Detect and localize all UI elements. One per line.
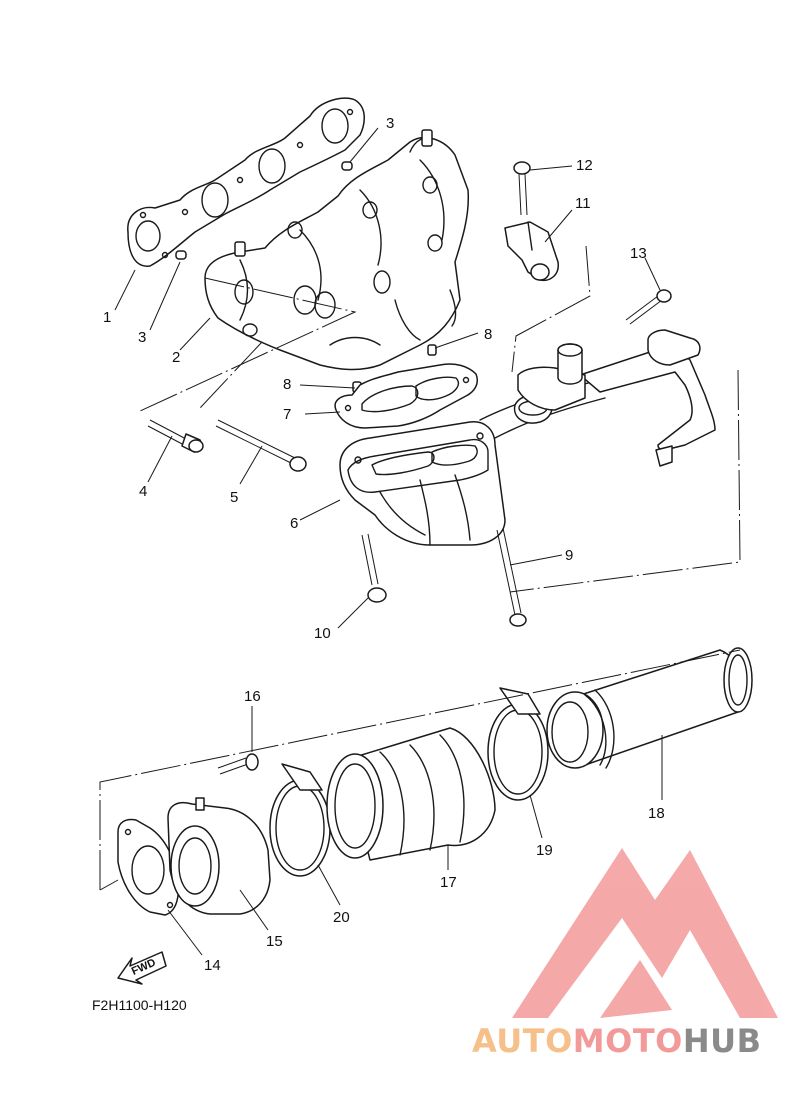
callout-11: 11 xyxy=(575,195,591,212)
callout-12: 12 xyxy=(576,157,593,174)
callout-8a: 8 xyxy=(283,376,291,393)
callout-3b: 3 xyxy=(386,115,394,132)
part-1-exhaust-gasket xyxy=(127,97,365,267)
watermark-text-hub: HUB xyxy=(682,1022,762,1060)
part-11-bracket xyxy=(504,221,559,282)
callout-20: 20 xyxy=(333,909,350,926)
watermark-text-auto: AUTO xyxy=(472,1022,573,1060)
part-20-hose-clamp xyxy=(269,763,331,877)
fwd-arrow-icon: FWD xyxy=(117,951,167,985)
part-cooling-pipe xyxy=(513,329,716,467)
part-12-bolt xyxy=(513,161,531,216)
callout-18: 18 xyxy=(648,805,665,822)
callout-2: 2 xyxy=(172,349,180,366)
part-2-exhaust-manifold xyxy=(204,129,470,371)
callout-15: 15 xyxy=(266,933,283,950)
part-15-exhaust-joint xyxy=(167,797,271,915)
part-4-bolt xyxy=(147,419,204,453)
part-10-bolt xyxy=(361,533,387,603)
callout-3a: 3 xyxy=(138,329,146,346)
watermark-logo xyxy=(512,848,778,1018)
callout-8b: 8 xyxy=(484,326,492,343)
watermark-text-moto: MOTO xyxy=(572,1022,683,1060)
callout-14: 14 xyxy=(204,957,221,974)
part-5-stud-bolt xyxy=(215,419,307,472)
callout-19: 19 xyxy=(536,842,553,859)
callout-5: 5 xyxy=(230,489,238,506)
callout-16: 16 xyxy=(244,688,261,705)
diagram-reference-code: F2H1100-H120 xyxy=(92,997,187,1013)
part-16-bolt xyxy=(217,753,259,775)
callout-6: 6 xyxy=(290,515,298,532)
callout-1: 1 xyxy=(103,309,111,326)
callout-numbers: 1 2 3 3 4 5 6 7 8 8 9 10 11 12 13 14 15 … xyxy=(103,115,665,974)
callout-4: 4 xyxy=(139,483,147,500)
reference-lines xyxy=(99,245,741,891)
part-19-hose-clamp xyxy=(487,687,549,801)
leader-lines xyxy=(114,127,663,956)
part-7-manifold-gasket xyxy=(334,363,478,429)
callout-13: 13 xyxy=(630,245,647,262)
callout-9: 9 xyxy=(565,547,573,564)
callout-17: 17 xyxy=(440,874,457,891)
part-13-bolt xyxy=(625,289,672,325)
part-9-long-bolt xyxy=(496,527,527,627)
part-3-dowel-pins xyxy=(175,161,353,260)
callout-7: 7 xyxy=(283,406,291,423)
part-17-rubber-hose xyxy=(326,727,496,861)
watermark-text: AUTOMOTOHUB xyxy=(472,1022,762,1060)
callout-10: 10 xyxy=(314,625,331,642)
part-18-exhaust-tube xyxy=(546,647,753,769)
